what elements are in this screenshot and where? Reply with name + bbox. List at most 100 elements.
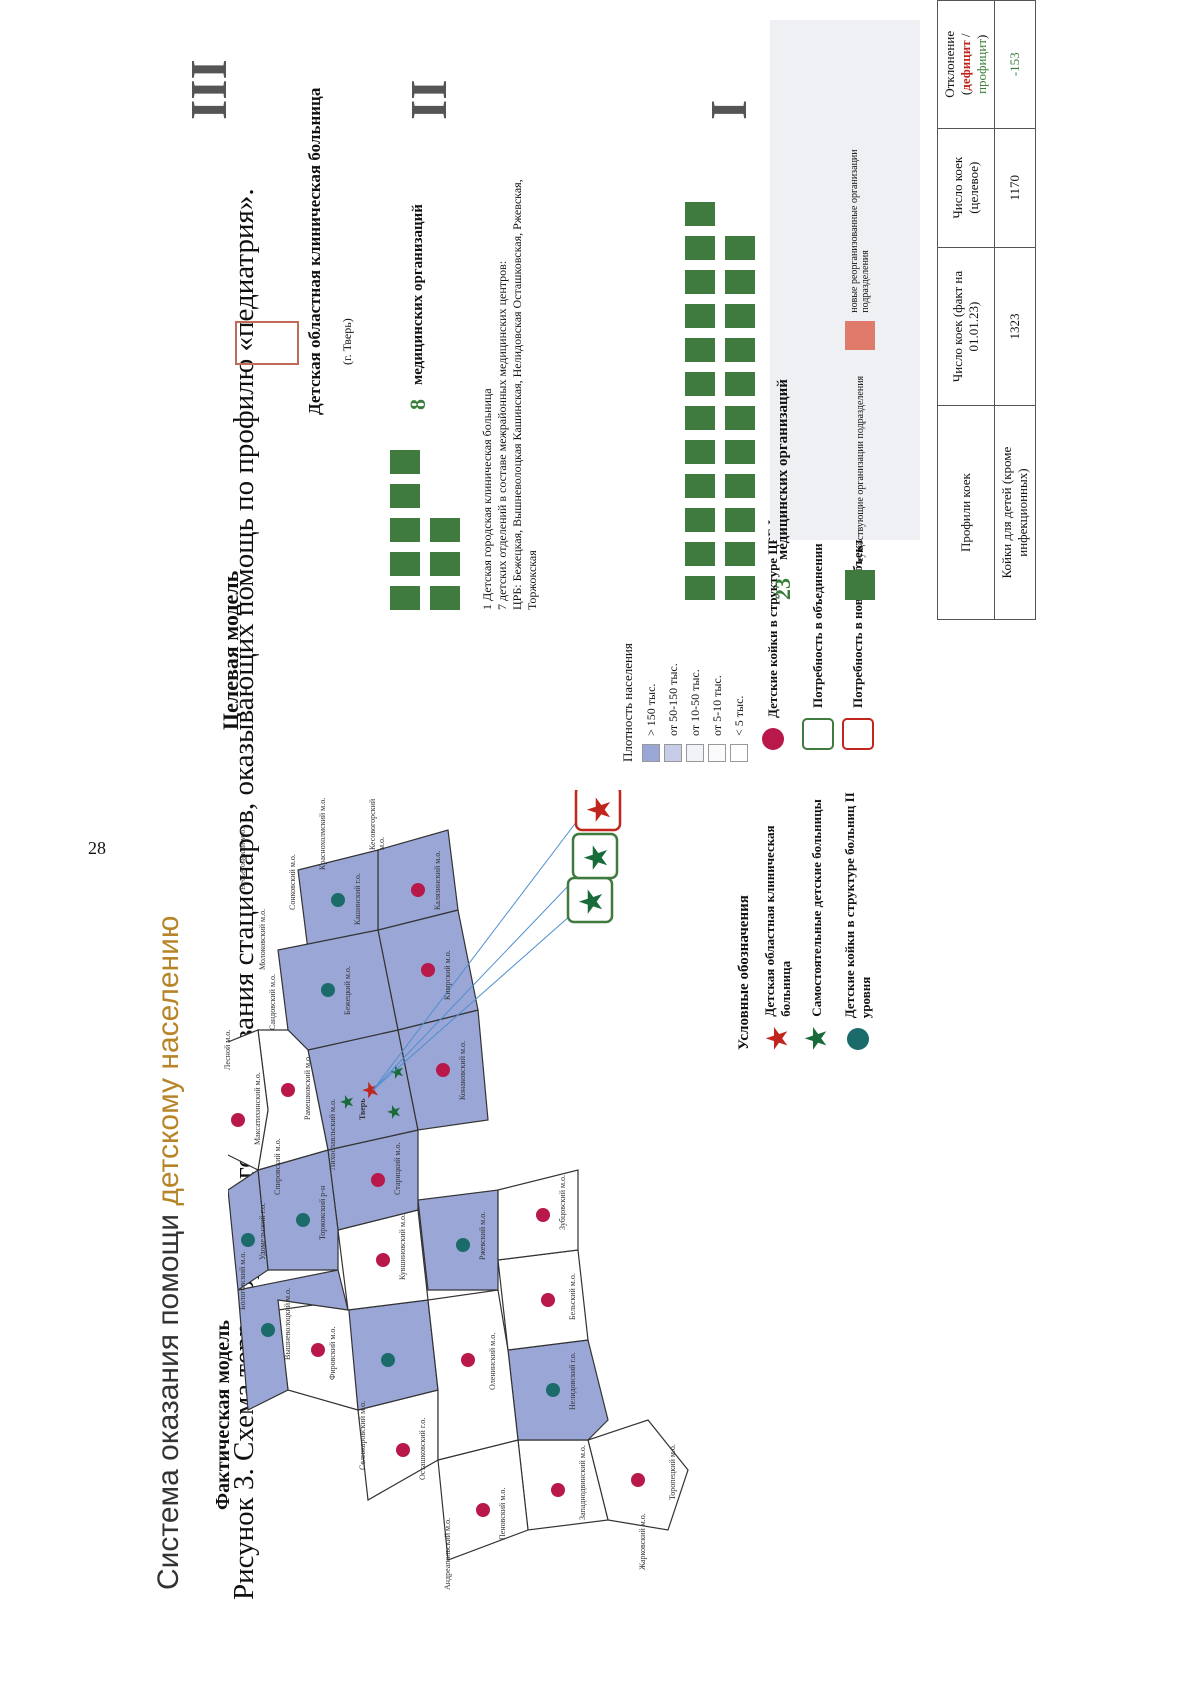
red-box-icon <box>842 718 874 750</box>
hospital-icon <box>725 542 755 566</box>
crimson-dot <box>536 1208 550 1222</box>
table-header-cell: Число коек (целевое) <box>937 128 995 248</box>
level2-count-label: медицинских организаций <box>410 204 426 385</box>
callout-box <box>574 790 622 832</box>
legend-existing-label: существующие организации подразделения <box>854 375 866 562</box>
deficit-label: дефицит <box>958 40 973 91</box>
callout-boxes: ★ ★ ★ <box>372 790 622 1091</box>
green-star-icon: ★ <box>802 1026 831 1050</box>
district-rzhev <box>417 1189 499 1291</box>
density-swatch <box>664 744 682 762</box>
crimson-dot <box>476 1503 490 1517</box>
hospital-icon <box>725 406 755 430</box>
legend-existing: существующие организации подразделения <box>845 360 875 600</box>
hospital-icon <box>725 474 755 498</box>
hospital-icon <box>390 450 420 474</box>
level2-note-line: 1 Детская городская клиническая больница <box>480 388 494 610</box>
region-map: ★ ★ ★ ★ ★ ★ ★ <box>228 790 689 1561</box>
level2-numeral: II <box>401 79 458 120</box>
legend-label: Детские койки в структуре больниц II уро… <box>842 792 873 1019</box>
hospital-icon <box>685 542 715 566</box>
crimson-dot <box>411 883 425 897</box>
district-ostashkov <box>347 1299 439 1411</box>
legend-label: Потребность в объединении <box>810 543 825 708</box>
hospital-icon <box>725 508 755 532</box>
district-udomlya <box>228 1168 269 1292</box>
hospital-icon <box>685 270 715 294</box>
crimson-dot <box>371 1173 385 1187</box>
density-label: от 5-10 тыс. <box>709 675 724 736</box>
hospital-icon <box>685 508 715 532</box>
level2-note-line: 7 детских отделений в составе межрайонны… <box>495 260 509 610</box>
crimson-dot <box>541 1293 555 1307</box>
hospital-icon <box>390 552 420 576</box>
hospital-icon <box>725 440 755 464</box>
table-row: Койки для детей (кроме инфекционных) 132… <box>994 0 1036 620</box>
density-row: < 5 тыс. <box>730 696 748 762</box>
hospital-icon <box>430 518 460 542</box>
teal-dot <box>456 1238 470 1252</box>
level1-numeral: I <box>701 99 758 120</box>
hospital-icon <box>725 270 755 294</box>
hospital-icon <box>685 372 715 396</box>
crimson-dot <box>376 1253 390 1267</box>
density-row: от 10-50 тыс. <box>686 669 704 762</box>
proficit-label: профицит <box>974 38 989 94</box>
district-maksatikha <box>228 1029 269 1171</box>
crimson-dot <box>631 1473 645 1487</box>
density-swatch <box>686 744 704 762</box>
hospital-icon <box>430 586 460 610</box>
callout-box <box>571 832 619 880</box>
level1-count-label: медицинских организаций <box>775 379 791 560</box>
target-model-title: Целевая модель <box>218 570 243 730</box>
density-swatch <box>708 744 726 762</box>
district-torzhok <box>257 1149 339 1271</box>
tver-star-green: ★ <box>387 1064 407 1080</box>
crimson-dot <box>461 1353 475 1367</box>
existing-swatch <box>845 570 875 600</box>
map-markers: ★ ★ ★ ★ <box>231 883 645 1517</box>
density-swatch <box>642 744 660 762</box>
table-header-row: Профили коек Число коек (факт на 01.01.2… <box>937 0 995 620</box>
hospital-icon <box>390 518 420 542</box>
table-cell: Койки для детей (кроме инфекционных) <box>994 405 1036 620</box>
crimson-dot <box>281 1083 295 1097</box>
density-swatch <box>730 744 748 762</box>
density-label: < 5 тыс. <box>731 695 746 736</box>
level2-note-line: ЦРБ: Бежецкая, Вышневолоцкая Кашинская, … <box>510 179 524 610</box>
red-star-icon: ★ <box>763 1026 792 1050</box>
hospital-icon <box>390 484 420 508</box>
svg-text:★: ★ <box>581 795 617 824</box>
density-row: от 5-10 тыс. <box>708 675 726 762</box>
hospital-icon <box>725 372 755 396</box>
level1-icons-row1 <box>685 202 715 600</box>
slide-title-part1: Система оказания помощи <box>152 1205 185 1590</box>
table-header-cell: Отклонение(дефицит / профицит) <box>937 0 995 129</box>
level2-icons <box>430 518 460 610</box>
hospital-icon <box>430 552 460 576</box>
teal-dot <box>296 1213 310 1227</box>
legend-label: Детская областная клиническая больница <box>762 825 793 1017</box>
table-header-cell: Число коек (факт на 01.01.23) <box>937 247 995 406</box>
slide-title-part2: детскому населению <box>152 915 185 1206</box>
level2-note-line: Торжокская <box>525 550 539 610</box>
crimson-dot <box>396 1443 410 1457</box>
teal-dot <box>321 983 335 997</box>
teal-dot <box>331 893 345 907</box>
level1-icons-row2 <box>725 236 755 600</box>
crimson-dot <box>421 963 435 977</box>
hospital-icon <box>685 202 715 226</box>
level1-count: 23 <box>770 578 795 600</box>
teal-dot <box>241 1233 255 1247</box>
density-row: от 50-150 тыс. <box>664 663 682 762</box>
hospital-icon <box>725 236 755 260</box>
deviation-header: Отклонение <box>942 30 957 98</box>
legend-new: новые реорганизованные организации подра… <box>845 90 875 350</box>
district-bezhetsk <box>277 929 399 1051</box>
level2-count: 8 <box>405 399 430 410</box>
hospital-icon <box>685 236 715 260</box>
level2-note: 1 Детская городская клиническая больница… <box>480 50 540 610</box>
table-cell: 1170 <box>994 128 1036 248</box>
table-cell: -153 <box>994 0 1036 129</box>
legend-item: ★ Детская областная клиническая больница <box>762 770 794 1050</box>
